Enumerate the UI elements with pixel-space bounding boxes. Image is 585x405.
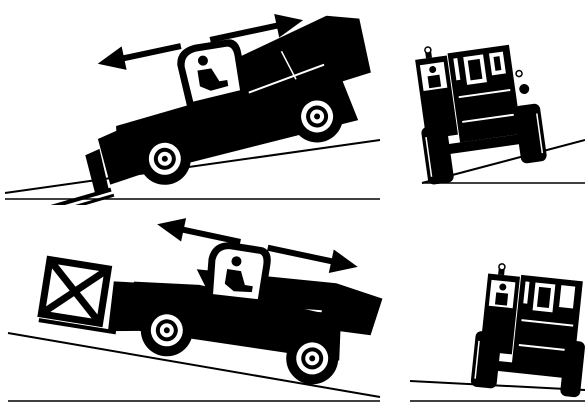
crate-icon — [37, 256, 112, 328]
telehandler-rear-icon — [470, 262, 585, 398]
beacon-icon — [425, 47, 432, 59]
beacon-icon — [498, 264, 505, 276]
telehandler-rear-icon — [410, 33, 549, 186]
telehandler-icon — [10, 10, 385, 205]
telehandler-icon — [34, 214, 388, 393]
panel-rear-loaded — [410, 205, 585, 405]
panel-side-unloaded — [0, 0, 400, 205]
panel-side-loaded — [0, 205, 410, 405]
slope-line — [410, 381, 585, 401]
panel-rear-unloaded — [400, 0, 585, 205]
